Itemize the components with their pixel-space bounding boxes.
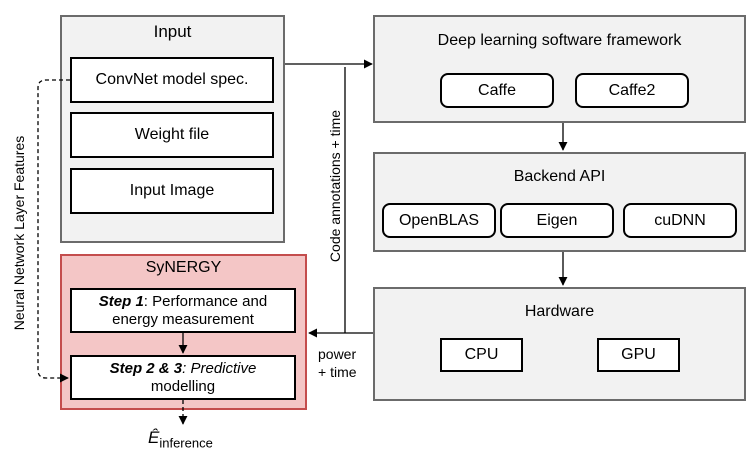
- code-annotations-label: Code annotations + time: [327, 109, 343, 263]
- cpu-label: CPU: [464, 346, 499, 363]
- openblas-label: OpenBLAS: [398, 211, 480, 229]
- input-title: Input: [153, 22, 192, 41]
- layer-features-dashed-arrow: [37, 79, 70, 383]
- gpu-box: GPU: [597, 338, 680, 372]
- hardware-title: Hardware: [524, 303, 595, 320]
- gpu-label: GPU: [621, 346, 656, 363]
- backend-title: Backend API: [513, 168, 606, 185]
- weight-file-box: Weight file: [70, 112, 274, 158]
- framework-title: Deep learning software framework: [437, 32, 682, 49]
- hardware-panel: Hardware: [373, 287, 746, 401]
- plus-time-label: + time: [318, 364, 357, 380]
- step1-rest: : Performance and: [143, 292, 268, 310]
- power-time-label: power + time: [318, 345, 368, 381]
- caffe-label: Caffe: [478, 81, 516, 99]
- eigen-label: Eigen: [536, 211, 578, 229]
- step23-line2: modelling: [150, 377, 216, 395]
- input-image-box: Input Image: [70, 168, 274, 214]
- step23-bold: Step 2 & 3: [109, 359, 183, 377]
- eigen-box: Eigen: [500, 203, 614, 238]
- weight-file-label: Weight file: [134, 126, 210, 143]
- cudnn-box: cuDNN: [623, 203, 737, 238]
- caffe2-box: Caffe2: [575, 73, 689, 108]
- cpu-box: CPU: [440, 338, 523, 372]
- openblas-box: OpenBLAS: [382, 203, 496, 238]
- step1-line2: energy measurement: [112, 310, 254, 328]
- input-image-label: Input Image: [129, 182, 215, 199]
- synergy-title: SyNERGY: [145, 259, 222, 276]
- caffe-box: Caffe: [440, 73, 554, 108]
- step1-bold: Step 1: [98, 292, 144, 310]
- step23-line1: Step 2 & 3: Predictive: [110, 360, 257, 378]
- caffe2-label: Caffe2: [608, 81, 656, 99]
- e-subscript: inference: [159, 435, 213, 451]
- e-inference-output: Êinference: [148, 428, 248, 456]
- step1-box: Step 1: Performance and energy measureme…: [70, 288, 296, 333]
- step1-line1: Step 1: Performance and: [99, 293, 267, 311]
- convnet-model-spec-box: ConvNet model spec.: [70, 57, 274, 103]
- layer-features-label: Neural Network Layer Features: [11, 135, 27, 331]
- e-symbol: Ê: [148, 428, 160, 447]
- cudnn-label: cuDNN: [654, 211, 706, 229]
- step23-box: Step 2 & 3: Predictive modelling: [70, 355, 296, 400]
- power-label: power: [318, 346, 357, 362]
- step23-rest: : Predictive: [182, 359, 257, 377]
- convnet-model-spec-label: ConvNet model spec.: [95, 71, 249, 88]
